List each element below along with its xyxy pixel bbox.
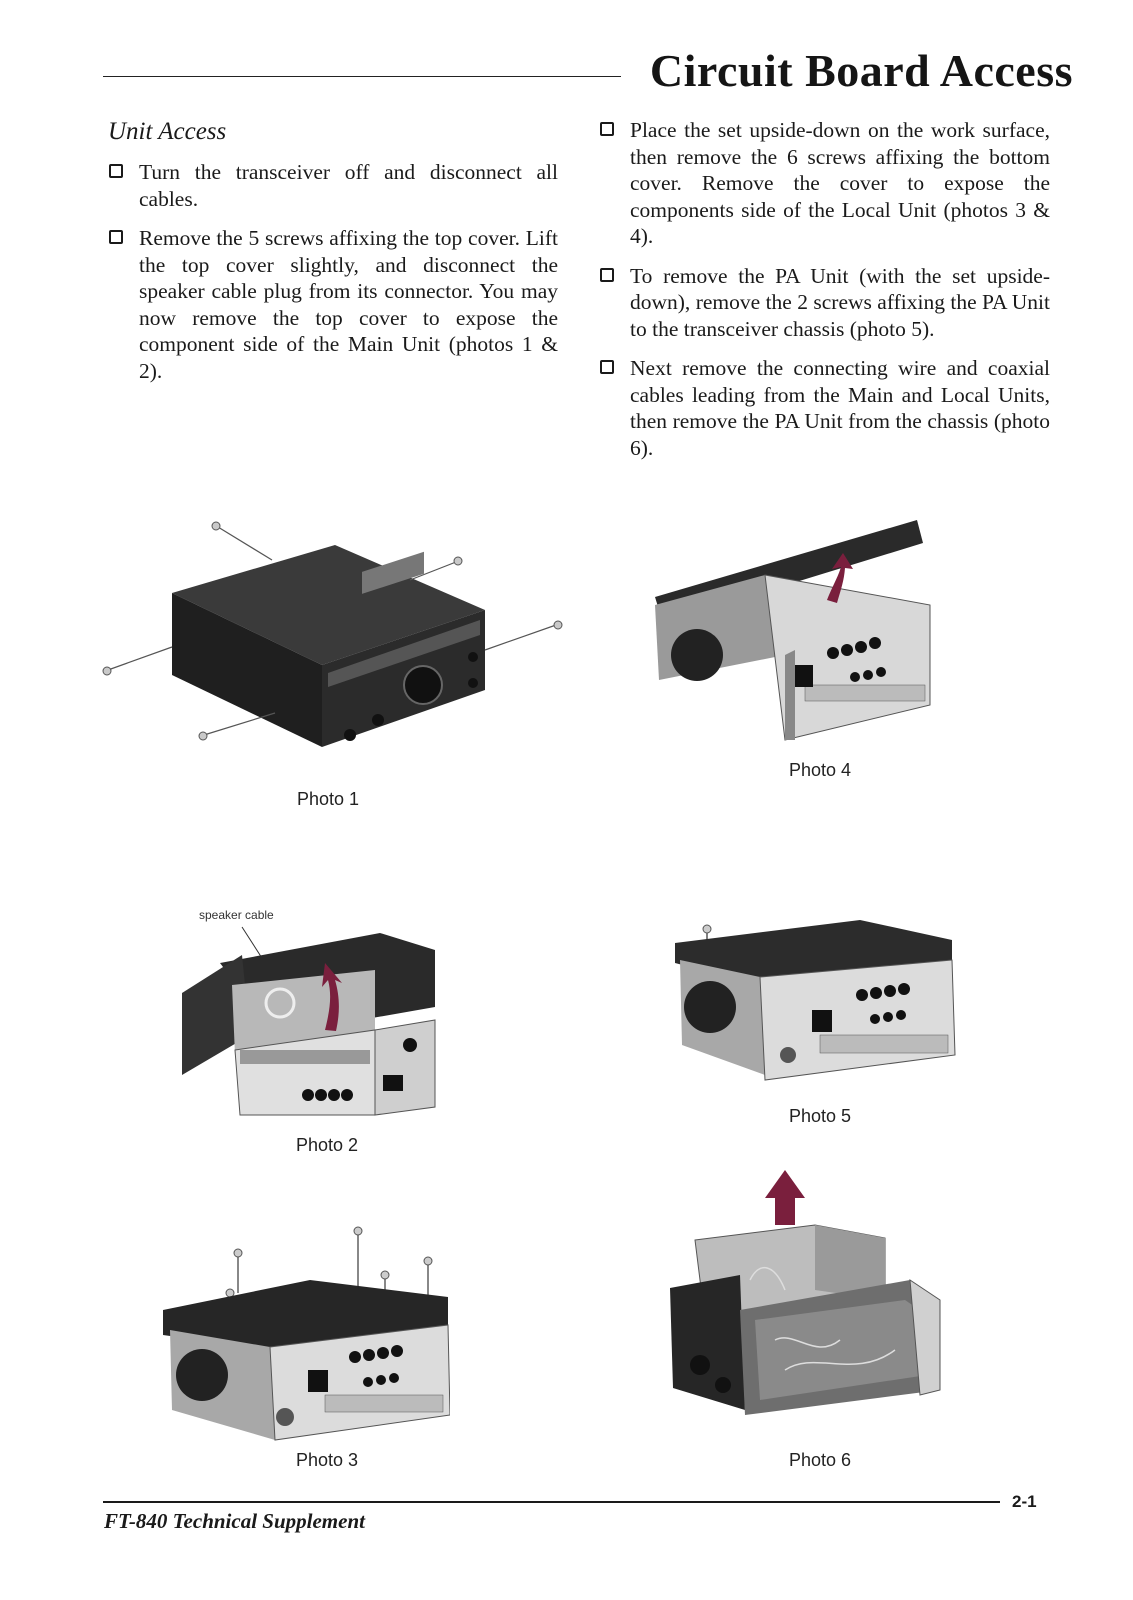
photo-1-image xyxy=(100,515,570,755)
step-item: To remove the PA Unit (with the set upsi… xyxy=(598,263,1050,343)
speaker-cable-callout: speaker cable xyxy=(199,908,274,922)
checkbox-bullet-icon xyxy=(600,360,614,374)
photo-4-image xyxy=(645,515,940,745)
header-rule xyxy=(103,76,621,77)
step-text: Place the set upside-down on the work su… xyxy=(630,118,1050,248)
checkbox-bullet-icon xyxy=(109,164,123,178)
step-text: Turn the transceiver off and disconnect … xyxy=(139,160,558,211)
photo-5-image xyxy=(670,915,960,1090)
step-text: Next remove the connecting wire and coax… xyxy=(630,356,1050,460)
photo-2-caption: Photo 2 xyxy=(296,1135,359,1155)
step-item: Turn the transceiver off and disconnect … xyxy=(107,159,558,212)
photo-6-image xyxy=(665,1170,945,1432)
checkbox-bullet-icon xyxy=(600,122,614,136)
step-item: Remove the 5 screws affixing the top cov… xyxy=(107,225,558,384)
photo-3-caption: Photo 3 xyxy=(296,1450,359,1470)
checkbox-bullet-icon xyxy=(600,267,614,282)
photo-2-image xyxy=(180,925,445,1120)
step-item: Place the set upside-down on the work su… xyxy=(598,117,1050,250)
page-number: 2-1 xyxy=(1012,1492,1037,1511)
right-step-list: Place the set upside-down on the work su… xyxy=(598,117,1050,474)
photo-6-caption: Photo 6 xyxy=(789,1450,852,1470)
footer-title: FT-840 Technical Supplement xyxy=(104,1509,365,1533)
photo-1-caption: Photo 1 xyxy=(297,789,360,809)
photo-3-image xyxy=(160,1225,450,1445)
step-item: Next remove the connecting wire and coax… xyxy=(598,355,1050,461)
photo-4-caption: Photo 4 xyxy=(789,760,852,780)
checkbox-bullet-icon xyxy=(109,230,123,244)
page-title: Circuit Board Access xyxy=(649,45,1073,96)
step-text: Remove the 5 screws affixing the top cov… xyxy=(139,226,558,383)
section-heading: Unit Access xyxy=(108,118,227,145)
footer-rule xyxy=(103,1501,1000,1503)
step-text: To remove the PA Unit (with the set upsi… xyxy=(630,263,1050,341)
left-step-list: Turn the transceiver off and disconnect … xyxy=(107,159,558,397)
photo-5-caption: Photo 5 xyxy=(789,1106,852,1126)
